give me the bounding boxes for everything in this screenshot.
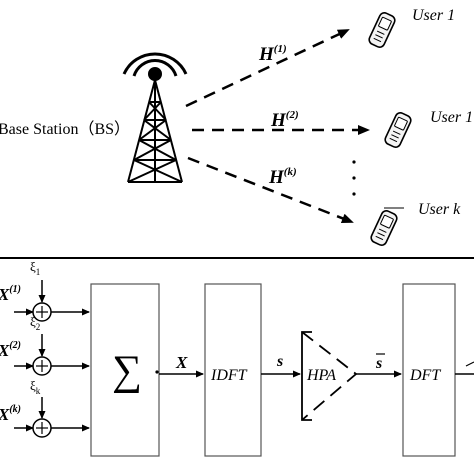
input-label-1: X: [0, 285, 10, 304]
x-signal-label: X: [175, 353, 188, 372]
svg-text:X(2): X(2): [0, 340, 21, 360]
tower-icon: [122, 52, 188, 183]
input-label-k: X: [0, 405, 10, 424]
input-row-k: X(k) ξk: [0, 378, 90, 438]
noise-label-2: ξ2: [30, 314, 40, 332]
sum-output-dot: [155, 370, 159, 374]
idft-label: IDFT: [210, 367, 248, 384]
hpa-label: HPA: [306, 367, 336, 384]
user-label-k: User k: [418, 201, 461, 218]
user-label-1: User 1: [412, 7, 455, 24]
input-label-2: X: [0, 341, 10, 360]
channel-label-k: H(k): [268, 166, 297, 188]
top-panel: Base Station（BS） H(1) H(2) H(k): [0, 7, 473, 246]
input-row-2: X(2) ξ2: [0, 314, 90, 376]
input-row-1: X(1) ξ1: [0, 259, 90, 322]
dft-block: [402, 283, 456, 457]
channel-arrow-k: [187, 156, 354, 224]
hpa-amplifier: [301, 331, 312, 421]
phone-icon-user-1: [368, 12, 396, 48]
noise-label-1: ξ1: [30, 259, 40, 277]
phone-icon-user-k: [370, 210, 398, 246]
sum-symbol: ∑: [112, 348, 142, 394]
svg-text:X(1): X(1): [0, 284, 21, 304]
ellipsis-dots: [352, 160, 356, 196]
svg-text:X(k): X(k): [0, 404, 21, 424]
s-signal-label: s: [276, 353, 283, 370]
channel-label-1: H(1): [258, 43, 287, 65]
idft-block: [204, 283, 262, 457]
sum-block: [90, 283, 160, 457]
channel-arrow-1: [185, 28, 350, 108]
base-station-label: Base Station（BS）: [0, 120, 130, 138]
user-label-2: User 1: [430, 109, 473, 126]
phone-icon-user-2: [384, 112, 412, 148]
dft-label: DFT: [409, 367, 441, 384]
noise-label-k: ξk: [30, 378, 41, 396]
channel-label-2: H(2): [270, 109, 299, 131]
bottom-panel: X(1) ξ1 X(2) ξ2: [0, 259, 474, 457]
sbar-signal-label: s: [375, 355, 382, 372]
